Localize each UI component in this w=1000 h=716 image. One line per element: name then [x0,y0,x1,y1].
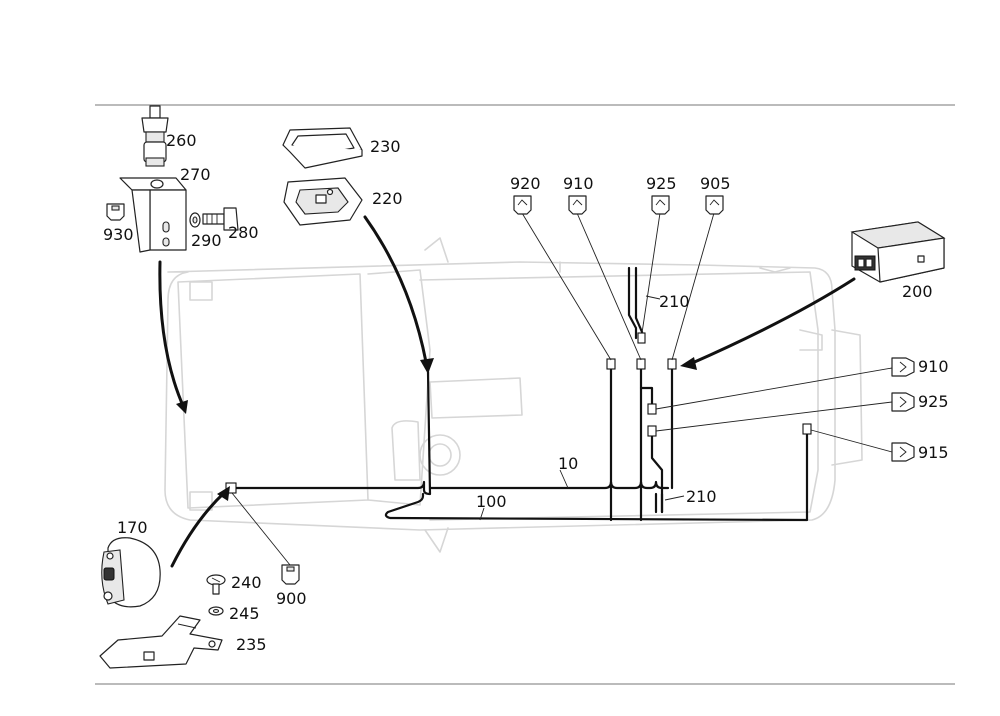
harness-210-bottom [654,492,664,514]
part-200-control-unit [850,221,946,283]
connector-925-top-icon [651,195,670,215]
part-245-washer [208,606,224,616]
label-930: 930 [103,225,134,244]
label-260: 260 [166,131,197,150]
connector-925-right-icon [891,392,915,412]
label-910-top: 910 [563,174,594,193]
vehicle-outline [164,237,863,553]
harness-210-top [627,266,644,340]
label-925-top: 925 [646,174,677,193]
connector-900-icon [281,564,300,585]
connector-905-icon [705,195,724,215]
label-905: 905 [700,174,731,193]
label-270: 270 [180,165,211,184]
label-220: 220 [372,189,403,208]
label-290: 290 [191,231,222,250]
harness-100 [384,430,809,522]
part-240-screw [206,574,226,595]
part-220-housing [283,177,363,226]
part-280-screw [202,207,239,231]
connector-925-right-splice [647,425,657,437]
branch-to-910-right [639,386,654,410]
branch-925-right [650,428,664,514]
label-910-right: 910 [918,357,949,376]
part-labels: 260 270 930 290 280 230 220 920 910 925 … [103,131,949,654]
label-210-top: 210 [659,292,690,311]
part-270-bracket [119,177,187,253]
connector-915-icon [891,442,915,462]
label-920: 920 [510,174,541,193]
label-230: 230 [370,137,401,156]
label-240: 240 [231,573,262,592]
connector-910-right-icon [891,357,915,377]
label-900: 900 [276,589,307,608]
part-170-horn [101,537,161,608]
harness-10 [234,370,670,496]
connector-900-splice [225,482,237,494]
label-235: 235 [236,635,267,654]
label-100: 100 [476,492,507,511]
part-235-plate [99,615,223,669]
connector-925-splice [637,332,646,344]
part-930-connector [106,203,125,221]
label-925-right: 925 [918,392,949,411]
connector-920-icon [513,195,532,215]
connector-910-splice [636,358,646,370]
part-230-frame [282,127,363,169]
connector-910-top-icon [568,195,587,215]
connector-920-splice [606,358,616,370]
part-290-washer [189,212,201,228]
label-170: 170 [117,518,148,537]
leader-lines [231,212,893,566]
part-260-switch [141,105,169,167]
label-245: 245 [229,604,260,623]
connector-905-splice [667,358,677,370]
label-10: 10 [558,454,578,473]
pointer-arrows [158,215,856,568]
label-280: 280 [228,223,259,242]
label-200: 200 [902,282,933,301]
label-210-bottom: 210 [686,487,717,506]
label-915: 915 [918,443,949,462]
connector-915-splice [802,423,812,435]
connector-910-right-splice [647,403,657,415]
